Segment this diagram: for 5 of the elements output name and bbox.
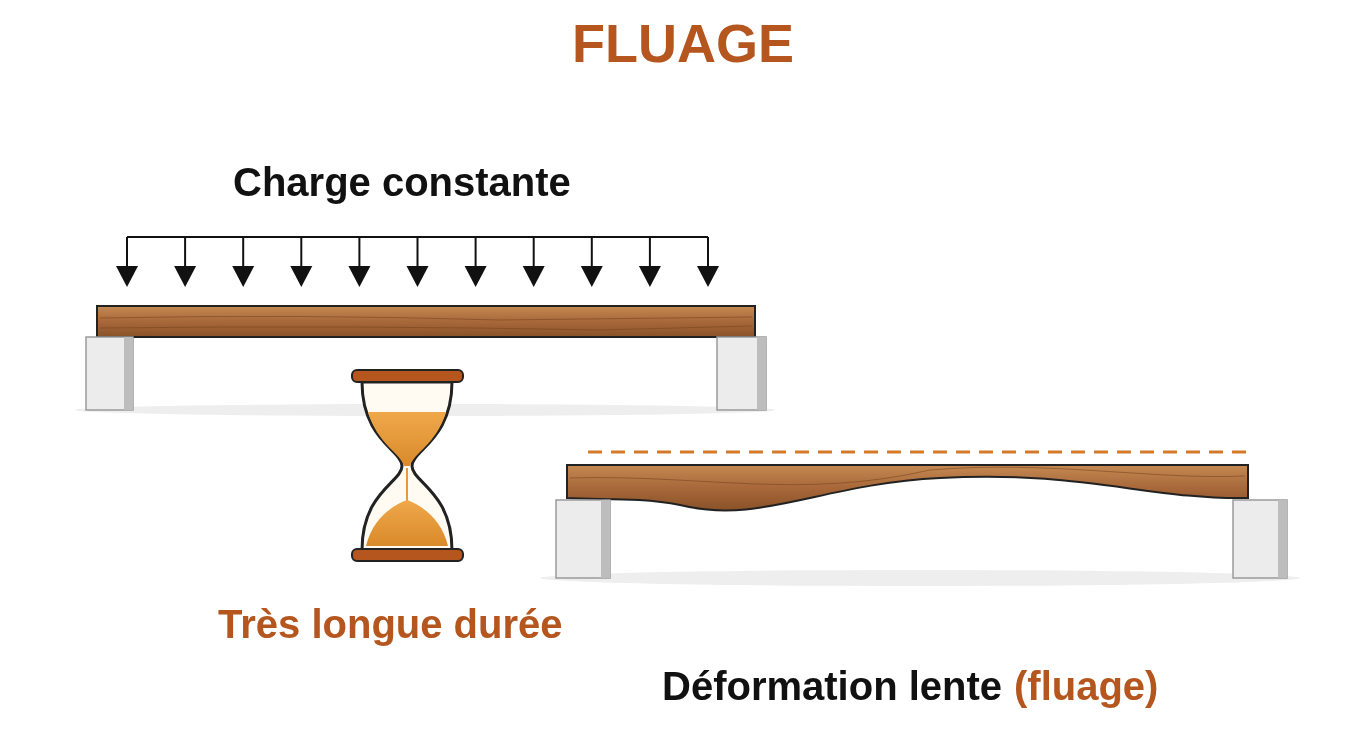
title: FLUAGE xyxy=(571,14,795,74)
duration-label: Très longue durée xyxy=(218,602,563,646)
deformation-label: Déformation lente xyxy=(662,664,1003,708)
load-label: Charge constante xyxy=(233,160,571,204)
creep-label: (fluage) xyxy=(1014,664,1159,708)
